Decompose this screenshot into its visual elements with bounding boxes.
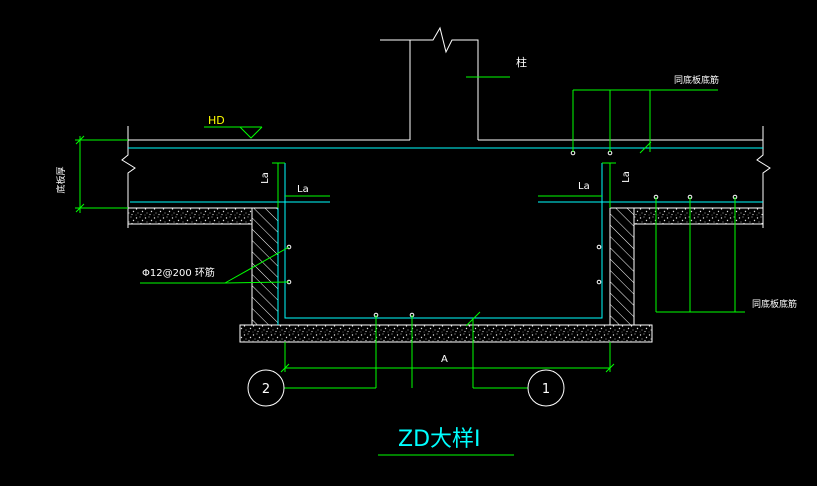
dimension-a-label: A <box>441 354 448 365</box>
callout-1-number: 1 <box>542 382 550 397</box>
la-right-horizontal-label: La <box>578 181 590 192</box>
right-wall-hatch <box>609 207 635 326</box>
callout-1-circle <box>527 369 565 407</box>
la-right-vertical-label: La <box>621 171 632 183</box>
column-label: 柱 <box>516 55 527 69</box>
bottom-bars-top-label: 同底板底筋 <box>674 74 719 86</box>
rebar-dots <box>286 150 738 318</box>
callout-2-circle <box>247 369 285 407</box>
right-blinding <box>633 207 764 225</box>
left-blinding <box>127 207 253 225</box>
slab-thickness-label: 底板厚 <box>55 166 67 193</box>
la-left-horizontal-label: La <box>297 184 309 195</box>
callout-2-number: 2 <box>262 382 270 397</box>
rebar <box>128 147 763 325</box>
bottom-blinding <box>239 324 653 343</box>
annotation-lines <box>75 76 745 456</box>
ring-bar-label: Φ12@200 环筋 <box>142 266 215 279</box>
left-wall-hatch <box>251 207 279 326</box>
slab-outline <box>121 26 771 325</box>
bottom-bars-right-label: 同底板底筋 <box>752 298 797 310</box>
la-left-vertical-label: La <box>260 172 271 184</box>
hd-label: HD <box>208 114 225 127</box>
drawing-title: ZD大样I <box>398 427 481 452</box>
